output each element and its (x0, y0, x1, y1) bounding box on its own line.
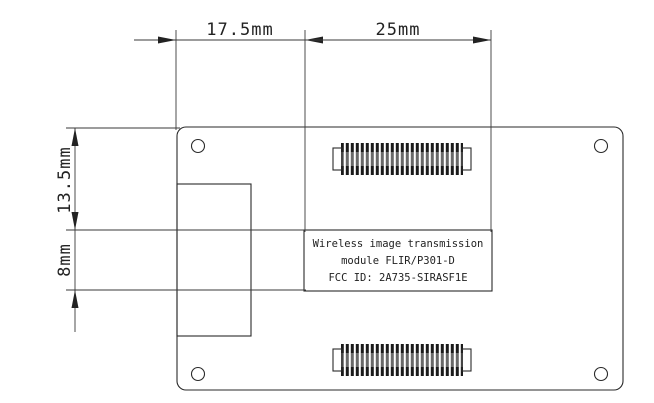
label-line-1: Wireless image transmission (313, 238, 484, 250)
connector-top (332, 143, 472, 175)
dimension-top-right: 25mm (305, 20, 491, 44)
label-line-2: module FLIR/P301-D (341, 255, 455, 267)
dimension-top-left-value: 17.5mm (206, 20, 273, 40)
mounting-hole-bottom-left (190, 366, 206, 382)
module-label: Wireless image transmission module FLIR/… (303, 229, 493, 292)
side-component (176, 183, 252, 337)
dimension-top-right-value: 25mm (376, 20, 421, 40)
connector-bottom (332, 344, 472, 376)
dimension-top-left: 17.5mm (134, 20, 323, 44)
dimension-left: 13.5mm 8mm (55, 128, 79, 332)
dimension-left-upper-value: 13.5mm (55, 146, 75, 213)
label-line-3: FCC ID: 2A735-SIRASF1E (328, 272, 467, 284)
mounting-hole-top-right (593, 138, 609, 154)
mounting-hole-bottom-right (593, 366, 609, 382)
dimension-left-lower-value: 8mm (55, 243, 75, 277)
mounting-hole-top-left (190, 138, 206, 154)
